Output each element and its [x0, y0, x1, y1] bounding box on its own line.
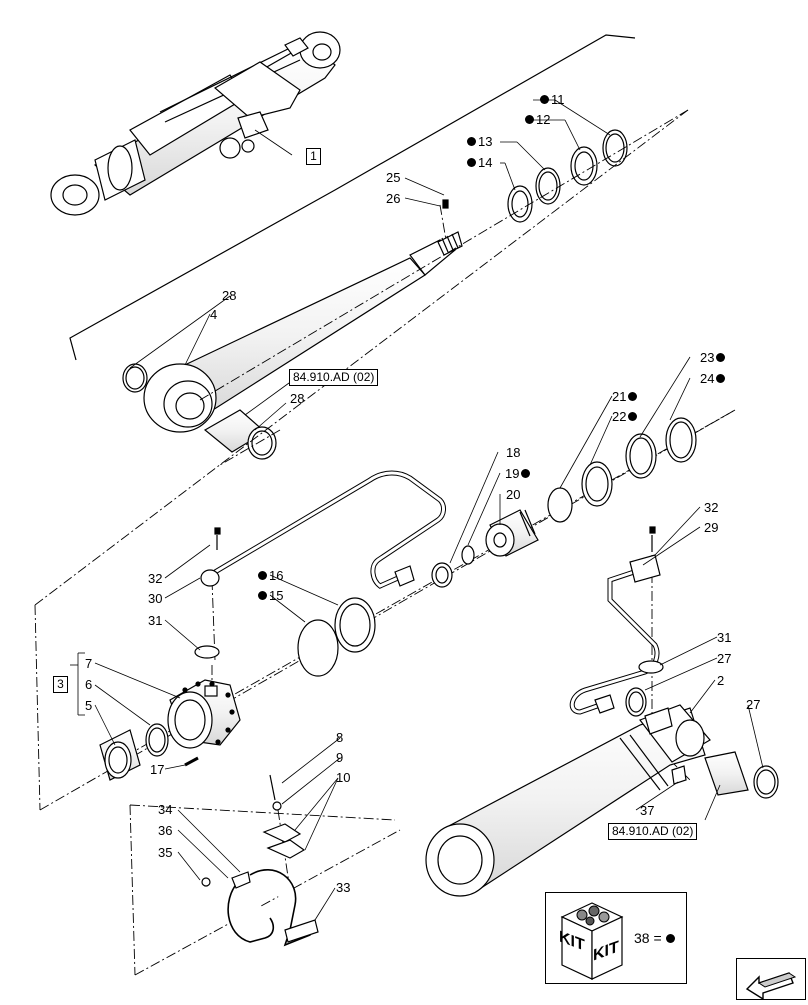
callout-1: 1	[306, 148, 321, 165]
callout-18: 18	[506, 445, 521, 460]
callout-27-top: 27	[717, 651, 732, 666]
cylinder-assembly-overview	[50, 31, 341, 216]
kit-dot-icon	[628, 392, 638, 402]
callout-31-left: 31	[148, 613, 163, 628]
callout-27-bottom: 27	[746, 697, 761, 712]
callout-20: 20	[506, 487, 521, 502]
kit-dot-icon	[540, 95, 549, 105]
callout-8: 8	[336, 730, 344, 745]
callout-34: 34	[158, 802, 173, 817]
callout-12: 12	[525, 113, 550, 127]
kit-dot-icon	[467, 137, 476, 147]
piston-rod	[143, 231, 463, 433]
kit-dot-icon	[467, 158, 476, 168]
callout-6: 6	[85, 677, 93, 692]
callout-35: 35	[158, 845, 173, 860]
callout-28-top: 28	[222, 288, 237, 303]
kit-legend-text: 38 =	[634, 931, 677, 945]
callout-5: 5	[85, 698, 93, 713]
reference-84-910-ad-top[interactable]: 84.910.AD (02)	[289, 369, 379, 386]
callout-2: 2	[717, 673, 725, 688]
callout-14: 14	[467, 156, 492, 170]
callout-36: 36	[158, 823, 173, 838]
callout-22: 22	[612, 410, 639, 424]
callout-10: 10	[336, 770, 351, 785]
reference-84-910-ad-bottom[interactable]: 84.910.AD (02)	[608, 823, 698, 840]
callout-37: 37	[640, 803, 655, 818]
callout-15: 15	[258, 589, 283, 603]
callout-32-left: 32	[148, 571, 163, 586]
callout-7: 7	[85, 656, 93, 671]
callout-24: 24	[700, 372, 727, 386]
cylinder-head	[167, 679, 241, 749]
kit-dot-icon	[525, 115, 534, 125]
kit-box-icon	[560, 902, 624, 980]
callout-17: 17	[150, 762, 165, 777]
callout-21: 21	[612, 390, 639, 404]
callout-11: 11	[540, 93, 565, 107]
callout-33: 33	[336, 880, 351, 895]
kit-dot-icon	[665, 933, 675, 943]
kit-dot-icon	[716, 374, 726, 384]
kit-dot-icon	[258, 591, 267, 601]
kit-legend: KIT KIT 38 =	[545, 892, 687, 984]
callout-19: 19	[505, 467, 532, 481]
callout-23: 23	[700, 351, 727, 365]
callout-32-right: 32	[704, 500, 719, 515]
callout-31-right: 31	[717, 630, 732, 645]
callout-9: 9	[336, 750, 344, 765]
callout-26: 26	[386, 191, 401, 206]
callout-30: 30	[148, 591, 163, 606]
callout-28-bottom: 28	[290, 391, 305, 406]
kit-dot-icon	[258, 571, 267, 581]
kit-dot-icon	[628, 412, 638, 422]
cylinder-barrel	[425, 704, 711, 897]
kit-dot-icon	[521, 469, 531, 479]
kit-dot-icon	[716, 353, 726, 363]
previous-page-nav[interactable]	[736, 958, 806, 1001]
arrow-left-icon	[745, 972, 797, 1001]
callout-4: 4	[210, 307, 218, 322]
callout-16: 16	[258, 569, 283, 583]
callout-13: 13	[467, 135, 492, 149]
callout-29: 29	[704, 520, 719, 535]
callout-25: 25	[386, 170, 401, 185]
callout-3: 3	[53, 676, 68, 693]
